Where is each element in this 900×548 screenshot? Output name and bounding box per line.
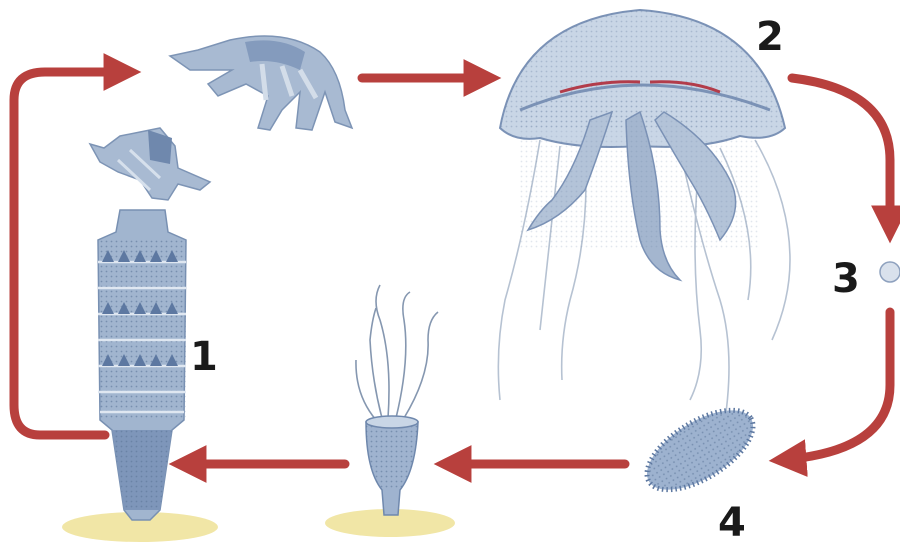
arrow-egg-to-larva — [780, 312, 890, 460]
planula-larva — [634, 394, 765, 505]
label-stage-1: 1 — [190, 334, 218, 380]
polyp — [325, 285, 455, 537]
label-stage-4: 4 — [718, 500, 746, 546]
label-stage-2: 2 — [756, 14, 784, 60]
arrow-medusa-to-egg — [792, 78, 890, 232]
ephyra-large — [170, 36, 352, 130]
medusa — [498, 10, 790, 420]
ephyra-small — [90, 128, 210, 200]
egg — [880, 262, 900, 282]
label-stage-3: 3 — [832, 256, 860, 302]
